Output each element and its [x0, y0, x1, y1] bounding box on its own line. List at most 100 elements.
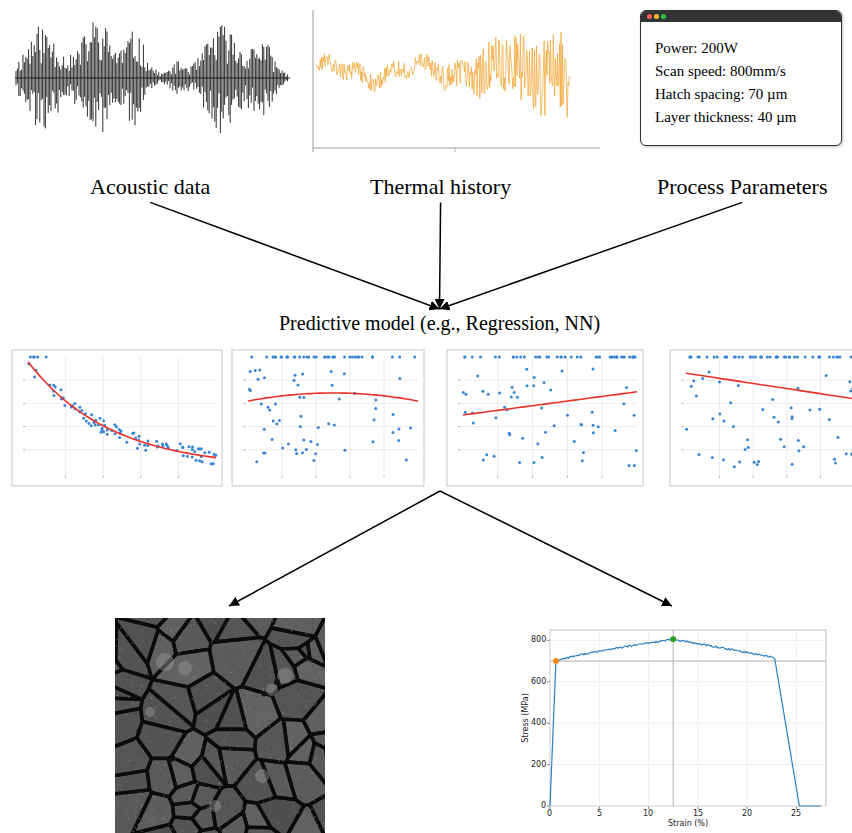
micrograph-part [192, 699, 193, 700]
scatter-plot-part [609, 356, 612, 359]
acoustic-waveform-part [115, 53, 116, 102]
micrograph-part [237, 746, 238, 747]
acoustic-waveform-part [87, 61, 88, 117]
window-dot [647, 14, 652, 19]
scatter-plot-part [540, 407, 543, 410]
stress-strain-chart-part [550, 681, 826, 682]
micrograph-part [220, 828, 221, 829]
micrograph-part [130, 700, 131, 701]
micrograph-part [230, 689, 231, 690]
micrograph-part [217, 633, 218, 634]
micrograph-part [247, 773, 248, 774]
scatter-plot-part [257, 378, 260, 381]
micrograph-part [149, 795, 150, 796]
micrograph-part [192, 722, 193, 723]
scatter-plot-part [518, 461, 521, 464]
scatter-plot-part [391, 356, 394, 359]
micrograph-part [194, 724, 195, 725]
micrograph-part [125, 714, 126, 715]
micrograph-part [224, 625, 225, 626]
micrograph-part [182, 718, 183, 719]
scatter-plot-part [834, 462, 837, 465]
micrograph-part [280, 737, 281, 738]
stress-strain-chart-part [550, 630, 551, 806]
micrograph-part [286, 619, 287, 620]
micrograph-part [155, 704, 156, 705]
stress-strain-chart-part [547, 640, 550, 641]
scatter-plot-part [757, 460, 760, 463]
micrograph-part [178, 700, 179, 701]
acoustic-waveform-part [287, 74, 288, 81]
micrograph-part [188, 814, 189, 815]
scatter-plot-part [749, 356, 752, 359]
micrograph-part [160, 640, 161, 641]
acoustic-waveform-part [97, 28, 98, 102]
micrograph-part [125, 788, 126, 789]
scatter-plot-part [689, 356, 692, 359]
scatter-plot-part [32, 356, 35, 359]
acoustic-waveform-part [122, 63, 123, 89]
micrograph-part [310, 730, 325, 748]
micrograph-part [118, 810, 119, 811]
acoustic-waveform-part [198, 58, 199, 87]
scatter-plot-part [312, 459, 315, 462]
micrograph-part [314, 816, 315, 817]
acoustic-waveform-part [150, 70, 151, 84]
micrograph-part [211, 621, 212, 622]
micrograph-part [300, 656, 301, 657]
stress-strain-chart-part [550, 661, 826, 662]
acoustic-waveform-part [158, 72, 159, 80]
scatter-plot-part [836, 356, 839, 359]
micrograph-part [314, 800, 315, 801]
scatter-plot-part [309, 440, 312, 443]
acoustic-waveform-part [102, 39, 103, 133]
micrograph-part [300, 806, 301, 807]
micrograph-part [256, 650, 257, 651]
acoustic-waveform-part [133, 58, 134, 104]
micrograph-part [190, 759, 191, 760]
scatter-plot-part [323, 356, 326, 359]
acoustic-waveform-part [146, 71, 147, 88]
acoustic-waveform-part [21, 70, 22, 89]
scatter-plot-part [314, 452, 317, 455]
micrograph-part [198, 817, 199, 818]
scatter-plot-part [360, 356, 363, 359]
scatter-plot-part [306, 356, 309, 359]
micrograph-part [215, 831, 216, 832]
micrograph-part [131, 685, 132, 686]
acoustic-waveform [15, 22, 290, 133]
scatter-plot-part [602, 475, 603, 478]
micrograph-part [310, 701, 311, 702]
scatter-plot-part [317, 426, 320, 429]
scatter-plot-part [759, 356, 762, 359]
scatter-plot-part [208, 451, 211, 454]
micrograph-part [220, 811, 221, 812]
micrograph-part [212, 629, 213, 630]
scatter-plot-part [760, 356, 763, 359]
acoustic-waveform-part [128, 41, 129, 93]
acoustic-waveform-part [223, 35, 224, 118]
micrograph-part [269, 726, 270, 727]
micrograph-part [318, 682, 319, 683]
scatter-plot-part [533, 376, 536, 379]
acoustic-waveform-part [209, 55, 210, 113]
micrograph-part [125, 657, 126, 658]
micrograph-part [214, 623, 215, 624]
acoustic-waveform-part [86, 44, 87, 106]
scatter-plot-part [538, 356, 541, 359]
micrograph-part [141, 831, 142, 832]
scatter-plot-part [371, 356, 374, 359]
micrograph-part [302, 639, 303, 640]
scatter-plot-part [746, 438, 749, 441]
micrograph-part [125, 781, 126, 782]
scatter-plot-part [804, 356, 807, 359]
scatter-plot-part [783, 445, 786, 448]
acoustic-waveform-part [186, 68, 187, 88]
scatter-plot-part [690, 385, 693, 388]
micrograph-part [154, 716, 155, 717]
acoustic-waveform-part [214, 55, 215, 121]
acoustic-waveform-part [116, 63, 117, 99]
micrograph-part [241, 705, 242, 706]
scatter-plot-part [106, 433, 109, 436]
micrograph-part [156, 705, 157, 706]
